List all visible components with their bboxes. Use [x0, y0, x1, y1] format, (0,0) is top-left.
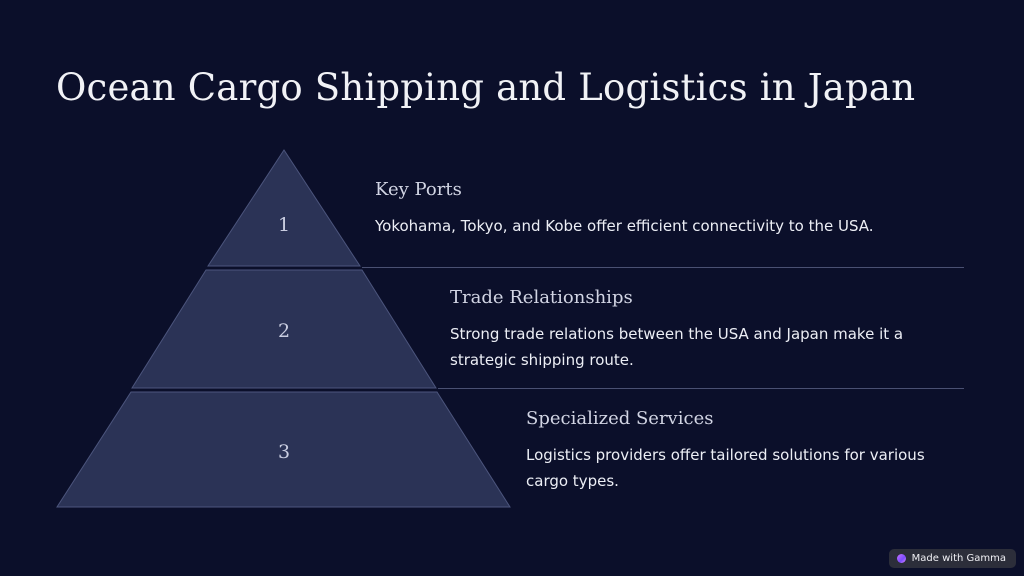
tier-3-text: Logistics providers offer tailored solut… — [526, 446, 925, 490]
tier-divider-2 — [438, 388, 964, 389]
slide-title: Ocean Cargo Shipping and Logistics in Ja… — [56, 66, 916, 109]
pyramid-tier-1 — [207, 149, 361, 267]
tier-2-heading: Trade Relationships — [450, 287, 633, 308]
tier-1-text: Yokohama, Tokyo, and Kobe offer efficien… — [375, 217, 874, 235]
pyramid-tier-2 — [131, 269, 437, 389]
tier-number-1: 1 — [278, 214, 290, 236]
pyramid-tier-3 — [56, 391, 511, 508]
badge-label: Made with Gamma — [911, 553, 1006, 564]
tier-3-heading: Specialized Services — [526, 408, 714, 429]
tier-number-3: 3 — [278, 441, 290, 463]
gamma-logo-icon — [896, 554, 906, 563]
tier-divider-1 — [362, 267, 964, 268]
tier-number-2: 2 — [278, 320, 290, 342]
made-with-gamma-badge[interactable]: Made with Gamma — [888, 549, 1016, 568]
tier-2-text: Strong trade relations between the USA a… — [450, 325, 904, 369]
tier-1-heading: Key Ports — [375, 179, 462, 200]
